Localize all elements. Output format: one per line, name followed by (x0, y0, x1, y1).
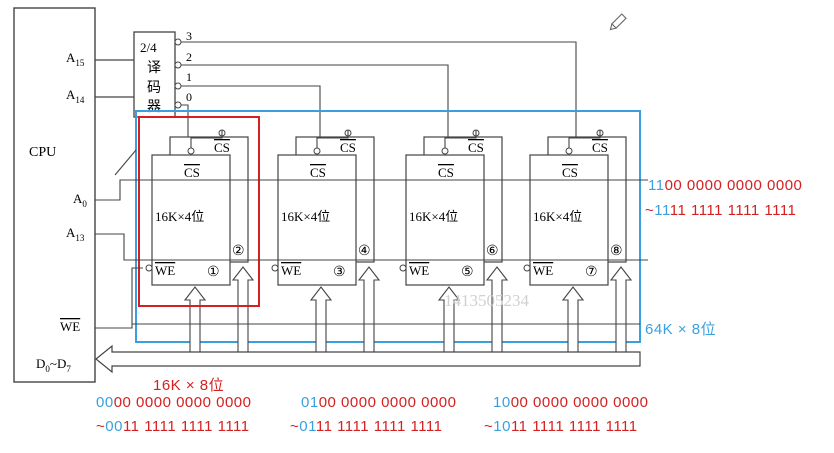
chip-number: ④ (358, 244, 371, 259)
watermark-text: 1413505234 (444, 291, 530, 310)
cpu-box (13, 7, 96, 383)
pin-a13-label: A13 (66, 225, 85, 243)
chip-cs: CS (438, 165, 454, 180)
chip-number: ① (207, 265, 220, 280)
pin-a15-label: A15 (66, 50, 85, 68)
chip-number: ⑤ (461, 265, 474, 280)
chip-number: ⑦ (585, 265, 598, 280)
chip-label: 16K×4位 (533, 209, 582, 224)
chip-number: ② (232, 244, 245, 259)
range-chip-pair-1-end: ~0011 1111 1111 1111 (96, 418, 250, 435)
pin-data-label: D0~D7 (36, 356, 71, 374)
decoder-box (133, 31, 176, 118)
chip-back-cs: CS (340, 140, 356, 155)
label-16k-group: 16K × 8位 (153, 377, 225, 394)
decoder-out-2: 2 (186, 50, 192, 64)
chip-we: WE (409, 263, 429, 278)
pin-a14-label: A14 (66, 87, 85, 105)
cs-bubble (565, 147, 573, 155)
cs-bubble (313, 147, 321, 155)
pencil-icon[interactable] (608, 13, 627, 32)
chip-cs: CS (184, 165, 200, 180)
chip-back-cs: CS (592, 140, 608, 155)
chip-pair-2: CS CS 16K×4位 WE ③④ (271, 129, 381, 352)
range-chip-pair-1: 0000 0000 0000 0000 (96, 394, 252, 411)
pin-we-label: WE (60, 319, 80, 334)
we-bubble (145, 264, 153, 272)
data-arrow (485, 266, 509, 352)
data-bus (95, 344, 641, 374)
cs-bubble (441, 147, 449, 155)
chip-cs: CS (562, 165, 578, 180)
chip-number: ③ (333, 265, 346, 280)
chip-number: ⑥ (486, 244, 499, 259)
chip-pair-4: CS CS 16K×4位 WE ⑦⑧ (523, 129, 633, 352)
range-chip-pair-2-end: ~0111 1111 1111 1111 (290, 418, 443, 435)
chip-front (151, 154, 231, 286)
data-arrow (609, 266, 633, 352)
decoder-out-1: 1 (186, 70, 192, 84)
chip-we: WE (281, 263, 301, 278)
pin-a0-label: A0 (73, 191, 87, 209)
chip-we: WE (155, 263, 175, 278)
chip-back-cs: CS (468, 140, 484, 155)
chip-cs: CS (310, 165, 326, 180)
range-chip-pair-3-end: ~1011 1111 1111 1111 (484, 418, 638, 435)
decoder-label-2-4: 2/4 (140, 40, 157, 55)
range-chip-pair-4: 1100 0000 0000 0000 (648, 177, 803, 194)
label-64k-total: 64K × 8位 (645, 321, 717, 338)
decoder-out-3: 3 (186, 29, 192, 43)
chip-front (277, 154, 357, 286)
chip-we: WE (533, 263, 553, 278)
chip-front (529, 154, 609, 286)
chip-label: 16K×4位 (409, 209, 458, 224)
chip-back-cs: CS (214, 140, 230, 155)
cpu-label: CPU (29, 145, 56, 160)
total-64k-frame (135, 110, 641, 343)
range-chip-pair-3: 1000 0000 0000 0000 (493, 394, 649, 411)
cs-bubble (187, 147, 195, 155)
we-bubble (523, 264, 531, 272)
data-arrow (437, 286, 461, 352)
chip-number: ⑧ (610, 244, 623, 259)
group-16k-frame (138, 116, 260, 307)
decoder-label-ma: 码 (147, 80, 161, 96)
data-arrow (231, 266, 255, 352)
decoder-label-yi: 译 (147, 60, 161, 76)
decoder-out-0: 0 (186, 90, 192, 104)
chip-pair-3: CS CS 16K×4位 WE ⑤⑥ (399, 129, 509, 352)
data-arrow (357, 266, 381, 352)
data-arrow (309, 286, 333, 352)
chip-front (405, 154, 485, 286)
data-arrow (183, 286, 207, 352)
chip-pair-1: CS CS 16K×4位 WE ①② (145, 129, 255, 352)
we-bubble (271, 264, 279, 272)
chip-label: 16K×4位 (155, 209, 204, 224)
decoder-label-qi: 器 (147, 100, 161, 115)
range-chip-pair-2: 0100 0000 0000 0000 (301, 394, 457, 411)
chip-label: 16K×4位 (281, 209, 330, 224)
range-chip-pair-4-end: ~1111 1111 1111 1111 (645, 202, 797, 219)
we-bubble (399, 264, 407, 272)
data-arrow (561, 286, 585, 352)
